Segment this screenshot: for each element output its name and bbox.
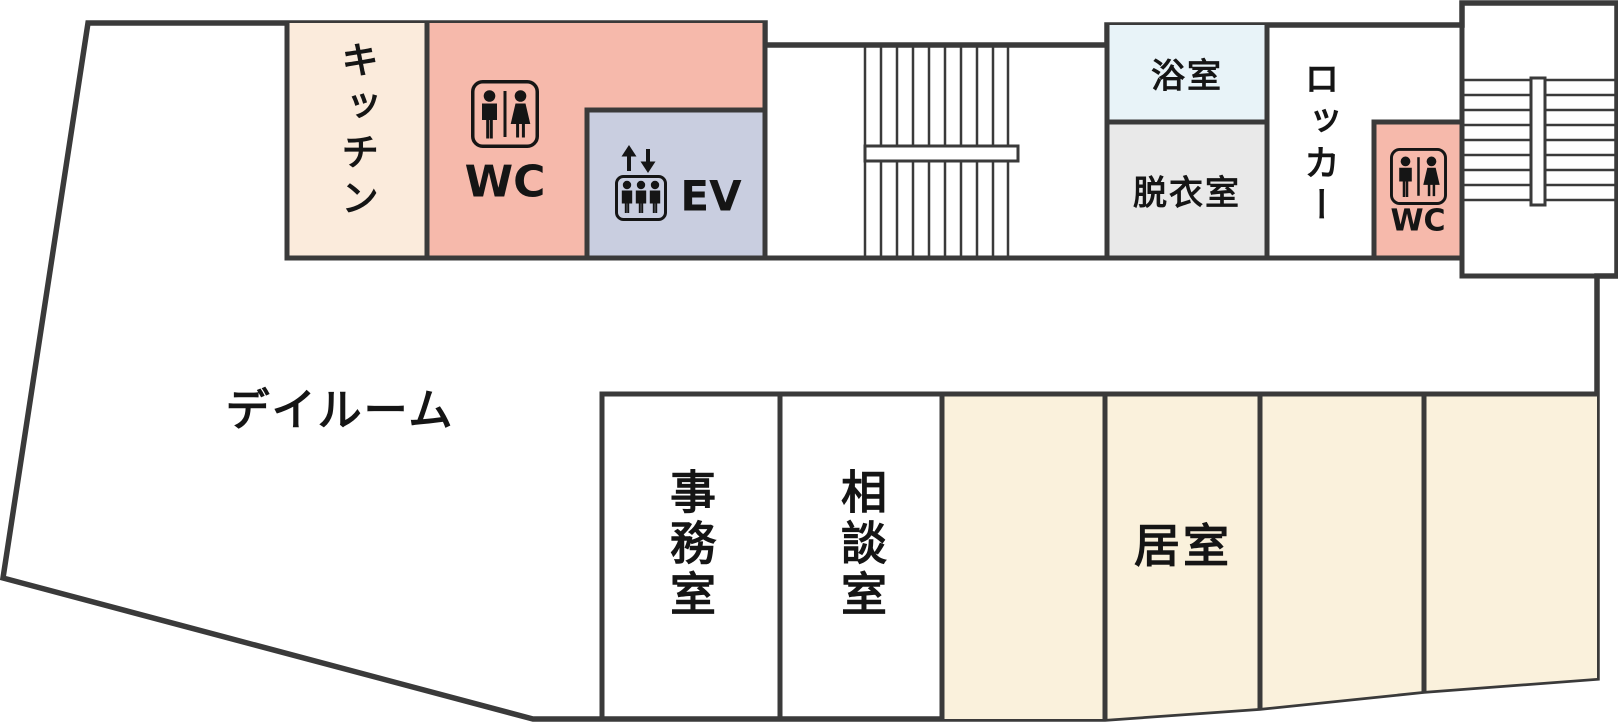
resident-room-label: 居室 (1134, 519, 1232, 573)
room-bathroom (1107, 25, 1267, 122)
room-kitchen (287, 23, 427, 258)
elevator-label: EV (680, 171, 742, 221)
staircase-middle-icon (863, 45, 1020, 258)
staircase-right-icon (1464, 76, 1615, 207)
room-dressing (1107, 122, 1267, 258)
day-room-label: デイルーム (225, 385, 455, 436)
rooms-resident (942, 394, 1597, 719)
consultation-room-label: 相談室 (834, 468, 888, 621)
interior-walls (284, 0, 1618, 722)
wc-small-label: WC (1390, 203, 1446, 239)
bathroom-label: 浴室 (1151, 56, 1223, 97)
stair-handrail (863, 144, 1020, 163)
up-down-arrows-icon (621, 145, 656, 173)
kitchen-label: キッチン (334, 40, 379, 224)
wc-main-label: WC (464, 156, 546, 208)
dressing-room-label: 脱衣室 (1133, 173, 1241, 214)
office-label: 事務室 (663, 468, 717, 621)
stair-handrail (1529, 76, 1547, 207)
locker-label: ロッカー (1298, 60, 1339, 228)
